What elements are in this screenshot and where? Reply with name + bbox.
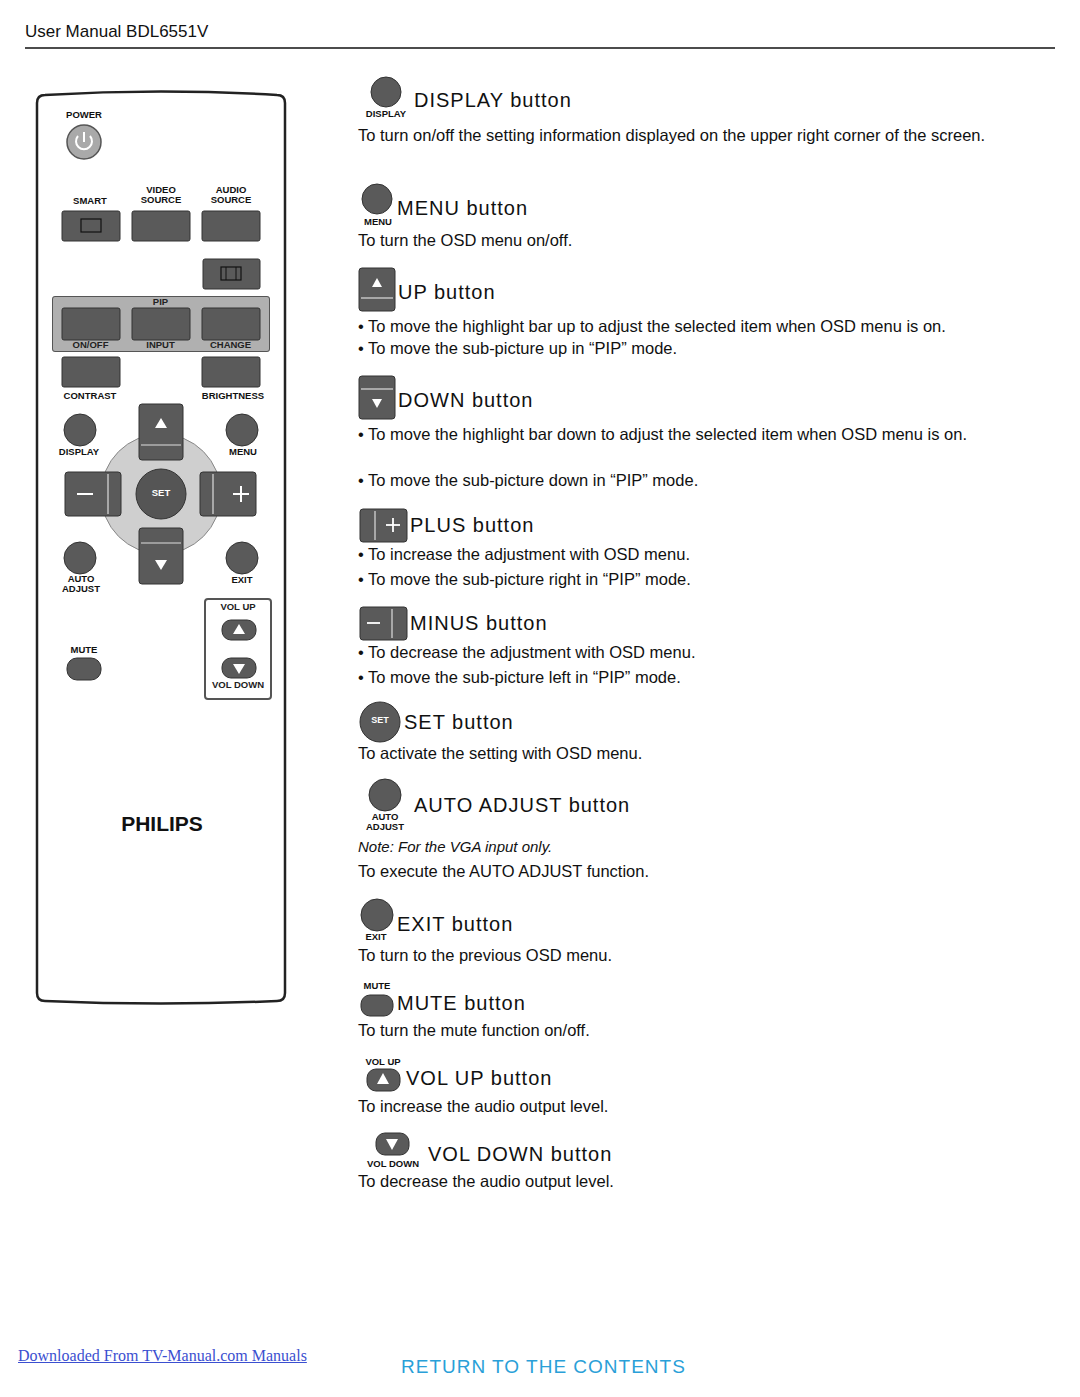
aspect-icon [226,267,227,280]
button-heading: DOWN button [398,388,533,412]
description: • To move the highlight bar up to adjust… [358,314,1080,339]
description: • To move the sub-picture up in “PIP” mo… [358,339,677,359]
description: • To move the sub-picture left in “PIP” … [358,668,681,688]
button-label: AUDIO SOURCE [201,185,261,206]
button-heading: DISPLAY button [414,88,572,112]
round-button: SET [135,468,187,520]
button-label: PIP [153,297,168,307]
aspect-icon [236,267,237,280]
pip-panel [52,296,270,352]
button-heading: UP button [398,280,496,304]
button-label: MENU [203,447,283,457]
note: Note: For the VGA input only. [358,838,552,856]
button-heading: MENU button [397,196,528,220]
smart-icon [81,219,101,232]
button-label: POWER [44,110,124,120]
header-rule [25,47,1055,49]
button-label: SMART [50,196,130,206]
icon-label: AUTO ADJUST [360,812,410,833]
icon-label: VOL UP [353,1057,413,1067]
pip-buttons [62,308,260,387]
running-header: User Manual BDL6551V [25,22,208,42]
icon-label: MENU [353,217,403,227]
button-heading: MUTE button [397,991,526,1015]
description: To turn the OSD menu on/off. [358,231,572,251]
description: To decrease the audio output level. [358,1172,614,1192]
button-label: VIDEO SOURCE [131,185,191,206]
remote-body [37,92,285,1004]
contents-link: RETURN TO THE CONTENTS [401,1356,686,1379]
icon-label: EXIT [351,932,401,942]
button-label: CONTRAST [50,391,130,401]
description: • To move the sub-picture right in “PIP”… [358,570,691,590]
icon-label: VOL DOWN [358,1159,428,1169]
description: To activate the setting with OSD menu. [358,744,642,764]
power-symbol [83,132,85,142]
button-label: SET [152,488,170,498]
button-label: BRIGHTNESS [195,391,271,401]
description: To execute the AUTO ADJUST function. [358,862,649,882]
button-label: CHANGE [210,340,251,350]
round-button: SET [359,701,401,743]
icon-label: MUTE [352,981,402,991]
source-link: Downloaded From TV-Manual.com Manuals [18,1346,307,1365]
button-heading: AUTO ADJUST button [414,793,630,817]
arrow-symbol [233,624,245,674]
brand-logo: PHILIPS [92,812,232,835]
button-label: INPUT [146,340,175,350]
dpad-divider [108,445,213,543]
button-label: EXIT [202,575,282,585]
power-button [67,125,101,159]
button-group: VOL UP VOL DOWN [204,598,272,700]
button-heading: SET button [404,710,514,734]
description: • To move the highlight bar down to adju… [358,422,1080,447]
description: • To move the sub-picture down in “PIP” … [358,471,698,491]
button-heading: MINUS button [410,611,548,635]
button-heading: PLUS button [410,513,534,537]
description: To increase the audio output level. [358,1097,608,1117]
description: • To increase the adjustment with OSD me… [358,545,690,565]
aspect-icon [221,267,241,280]
button-label: DISPLAY [39,447,119,457]
description: To turn on/off the setting information d… [358,123,1063,148]
button-label: ON/OFF [73,340,109,350]
button-row [62,211,260,289]
dpad-buttons [65,404,256,584]
button-heading: VOL UP button [406,1066,552,1090]
description: To turn to the previous OSD menu. [358,946,612,966]
description: To turn the mute function on/off. [358,1021,590,1041]
button-group: PIP ON/OFF INPUT CHANGE [52,296,270,352]
button-label: SET [371,716,389,726]
button-label: VOL UP [220,602,255,612]
button-label: MUTE [44,645,124,655]
icon-label: DISPLAY [356,109,416,119]
button-label: VOL DOWN [212,680,264,690]
button-label: AUTO ADJUST [56,574,106,595]
button-heading: EXIT button [397,912,513,936]
button-heading: VOL DOWN button [428,1142,612,1166]
volume-buttons [222,620,256,678]
description: • To decrease the adjustment with OSD me… [358,643,695,663]
